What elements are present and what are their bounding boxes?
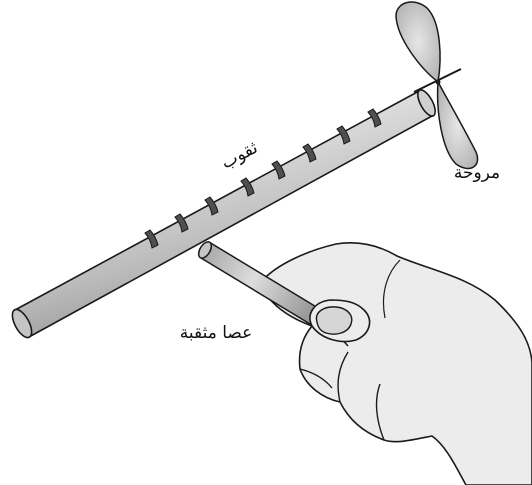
- label-propeller: مروحة: [454, 163, 500, 183]
- label-notched-stick: عصا مثقبة: [180, 323, 253, 343]
- thumbnail: [316, 307, 351, 334]
- hand: [260, 243, 532, 485]
- propeller-blade-upper: [396, 2, 440, 82]
- propeller-hub: [436, 80, 441, 85]
- propeller: [396, 2, 478, 168]
- hand-body: [260, 243, 532, 485]
- propeller-blade-lower: [438, 82, 478, 168]
- label-holes: ثقوب: [218, 138, 261, 174]
